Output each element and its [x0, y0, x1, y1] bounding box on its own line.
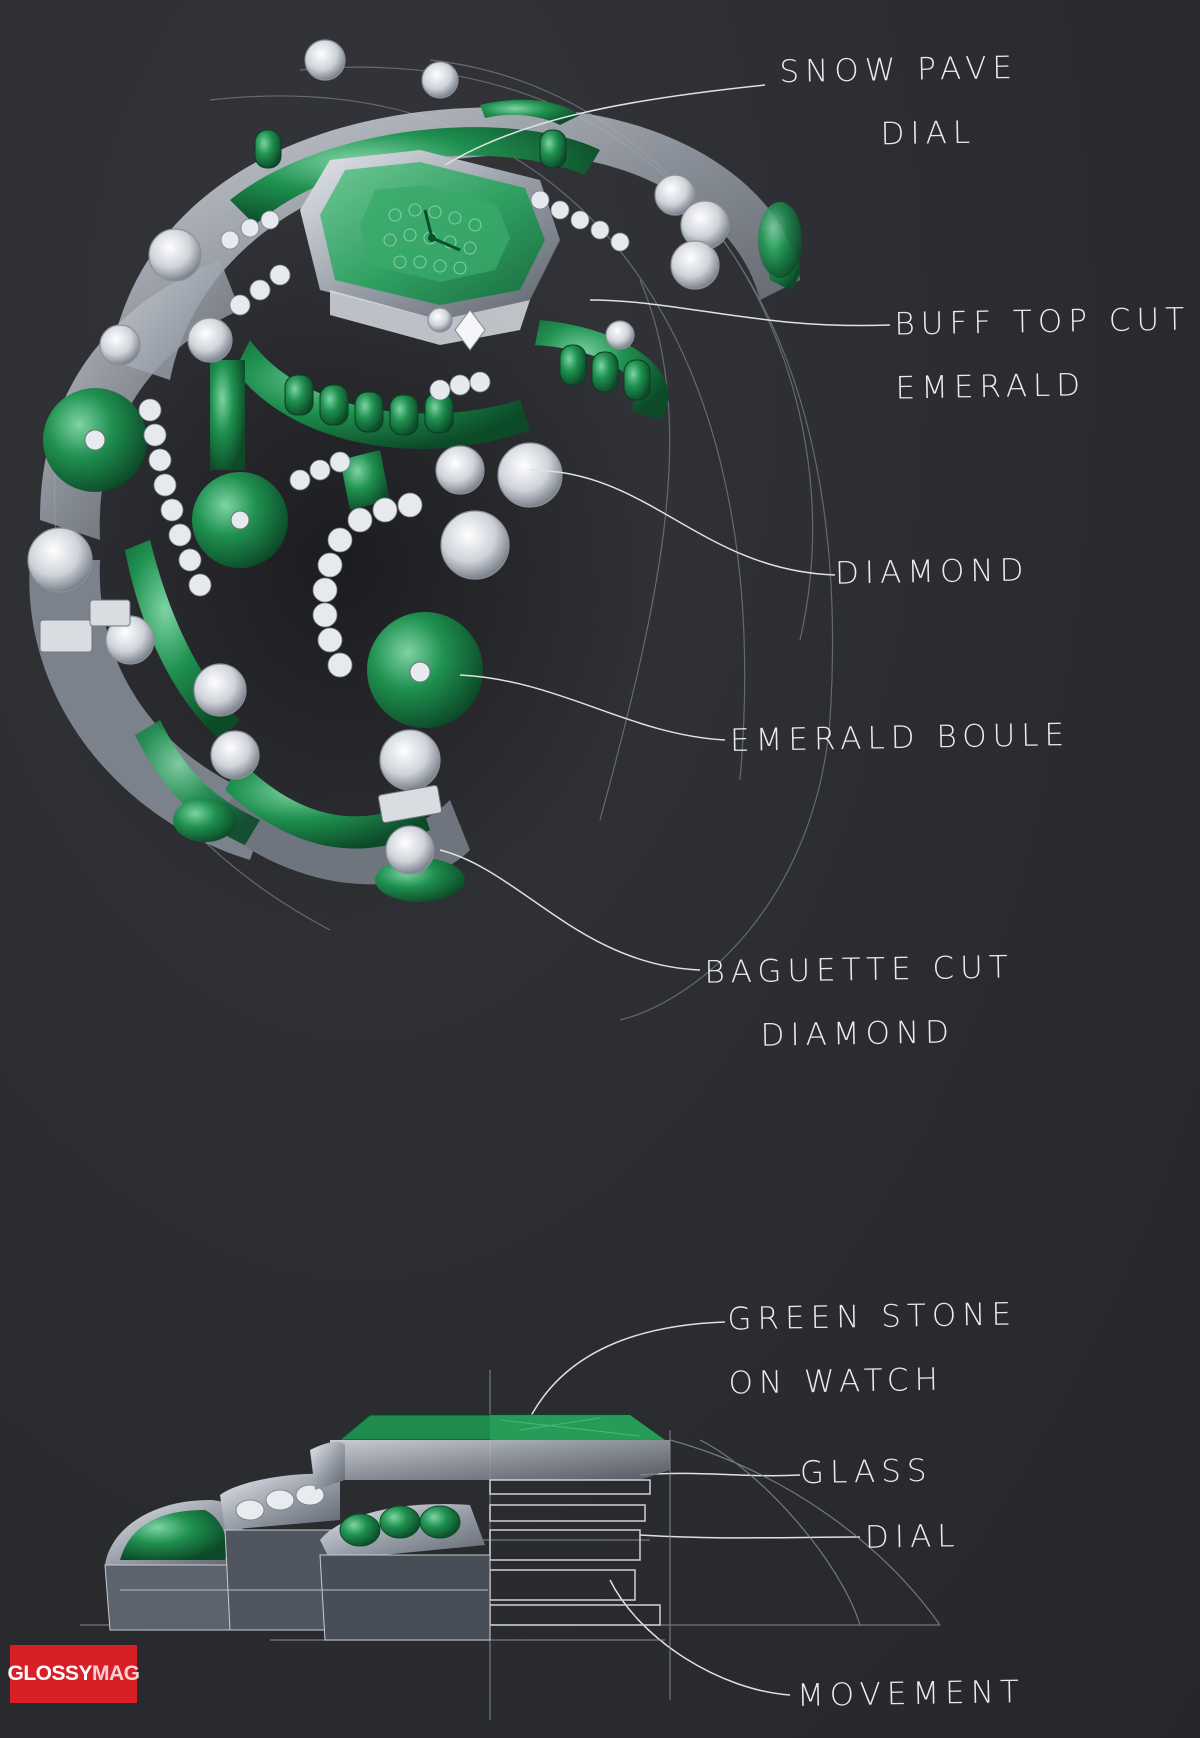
- side-profile: [80, 1370, 941, 1720]
- cabochon-row: [254, 129, 651, 436]
- callout-snow-pave-dial: SNOW PAVE DIAL: [779, 49, 1019, 153]
- callout-dial: DIAL: [864, 1518, 961, 1556]
- center-dial: [300, 150, 560, 351]
- callout-diamond: DIAMOND: [834, 552, 1030, 592]
- callout-movement: MOVEMENT: [796, 1674, 1026, 1714]
- leader-lines: [439, 84, 891, 1696]
- callout-baguette-cut-diamond: BAGUETTE CUT DIAMOND: [704, 949, 1015, 1054]
- callout-green-stone-on-watch: GREEN STONE ON WATCH: [727, 1296, 1018, 1402]
- emerald-boules: [43, 202, 802, 902]
- pave-rows: [138, 190, 630, 678]
- callout-emerald-boule: EMERALD BOULE: [729, 717, 1071, 759]
- logo-text-mag: MAG: [92, 1662, 140, 1685]
- baguette-stones: [39, 599, 442, 824]
- logo-text-glossy: GLOSSY: [7, 1662, 93, 1685]
- callout-bufftop-cut-emerald: BUFF TOP CUT EMERALD: [894, 301, 1191, 407]
- callout-glass: GLASS: [799, 1452, 933, 1492]
- round-diamonds: [27, 39, 730, 875]
